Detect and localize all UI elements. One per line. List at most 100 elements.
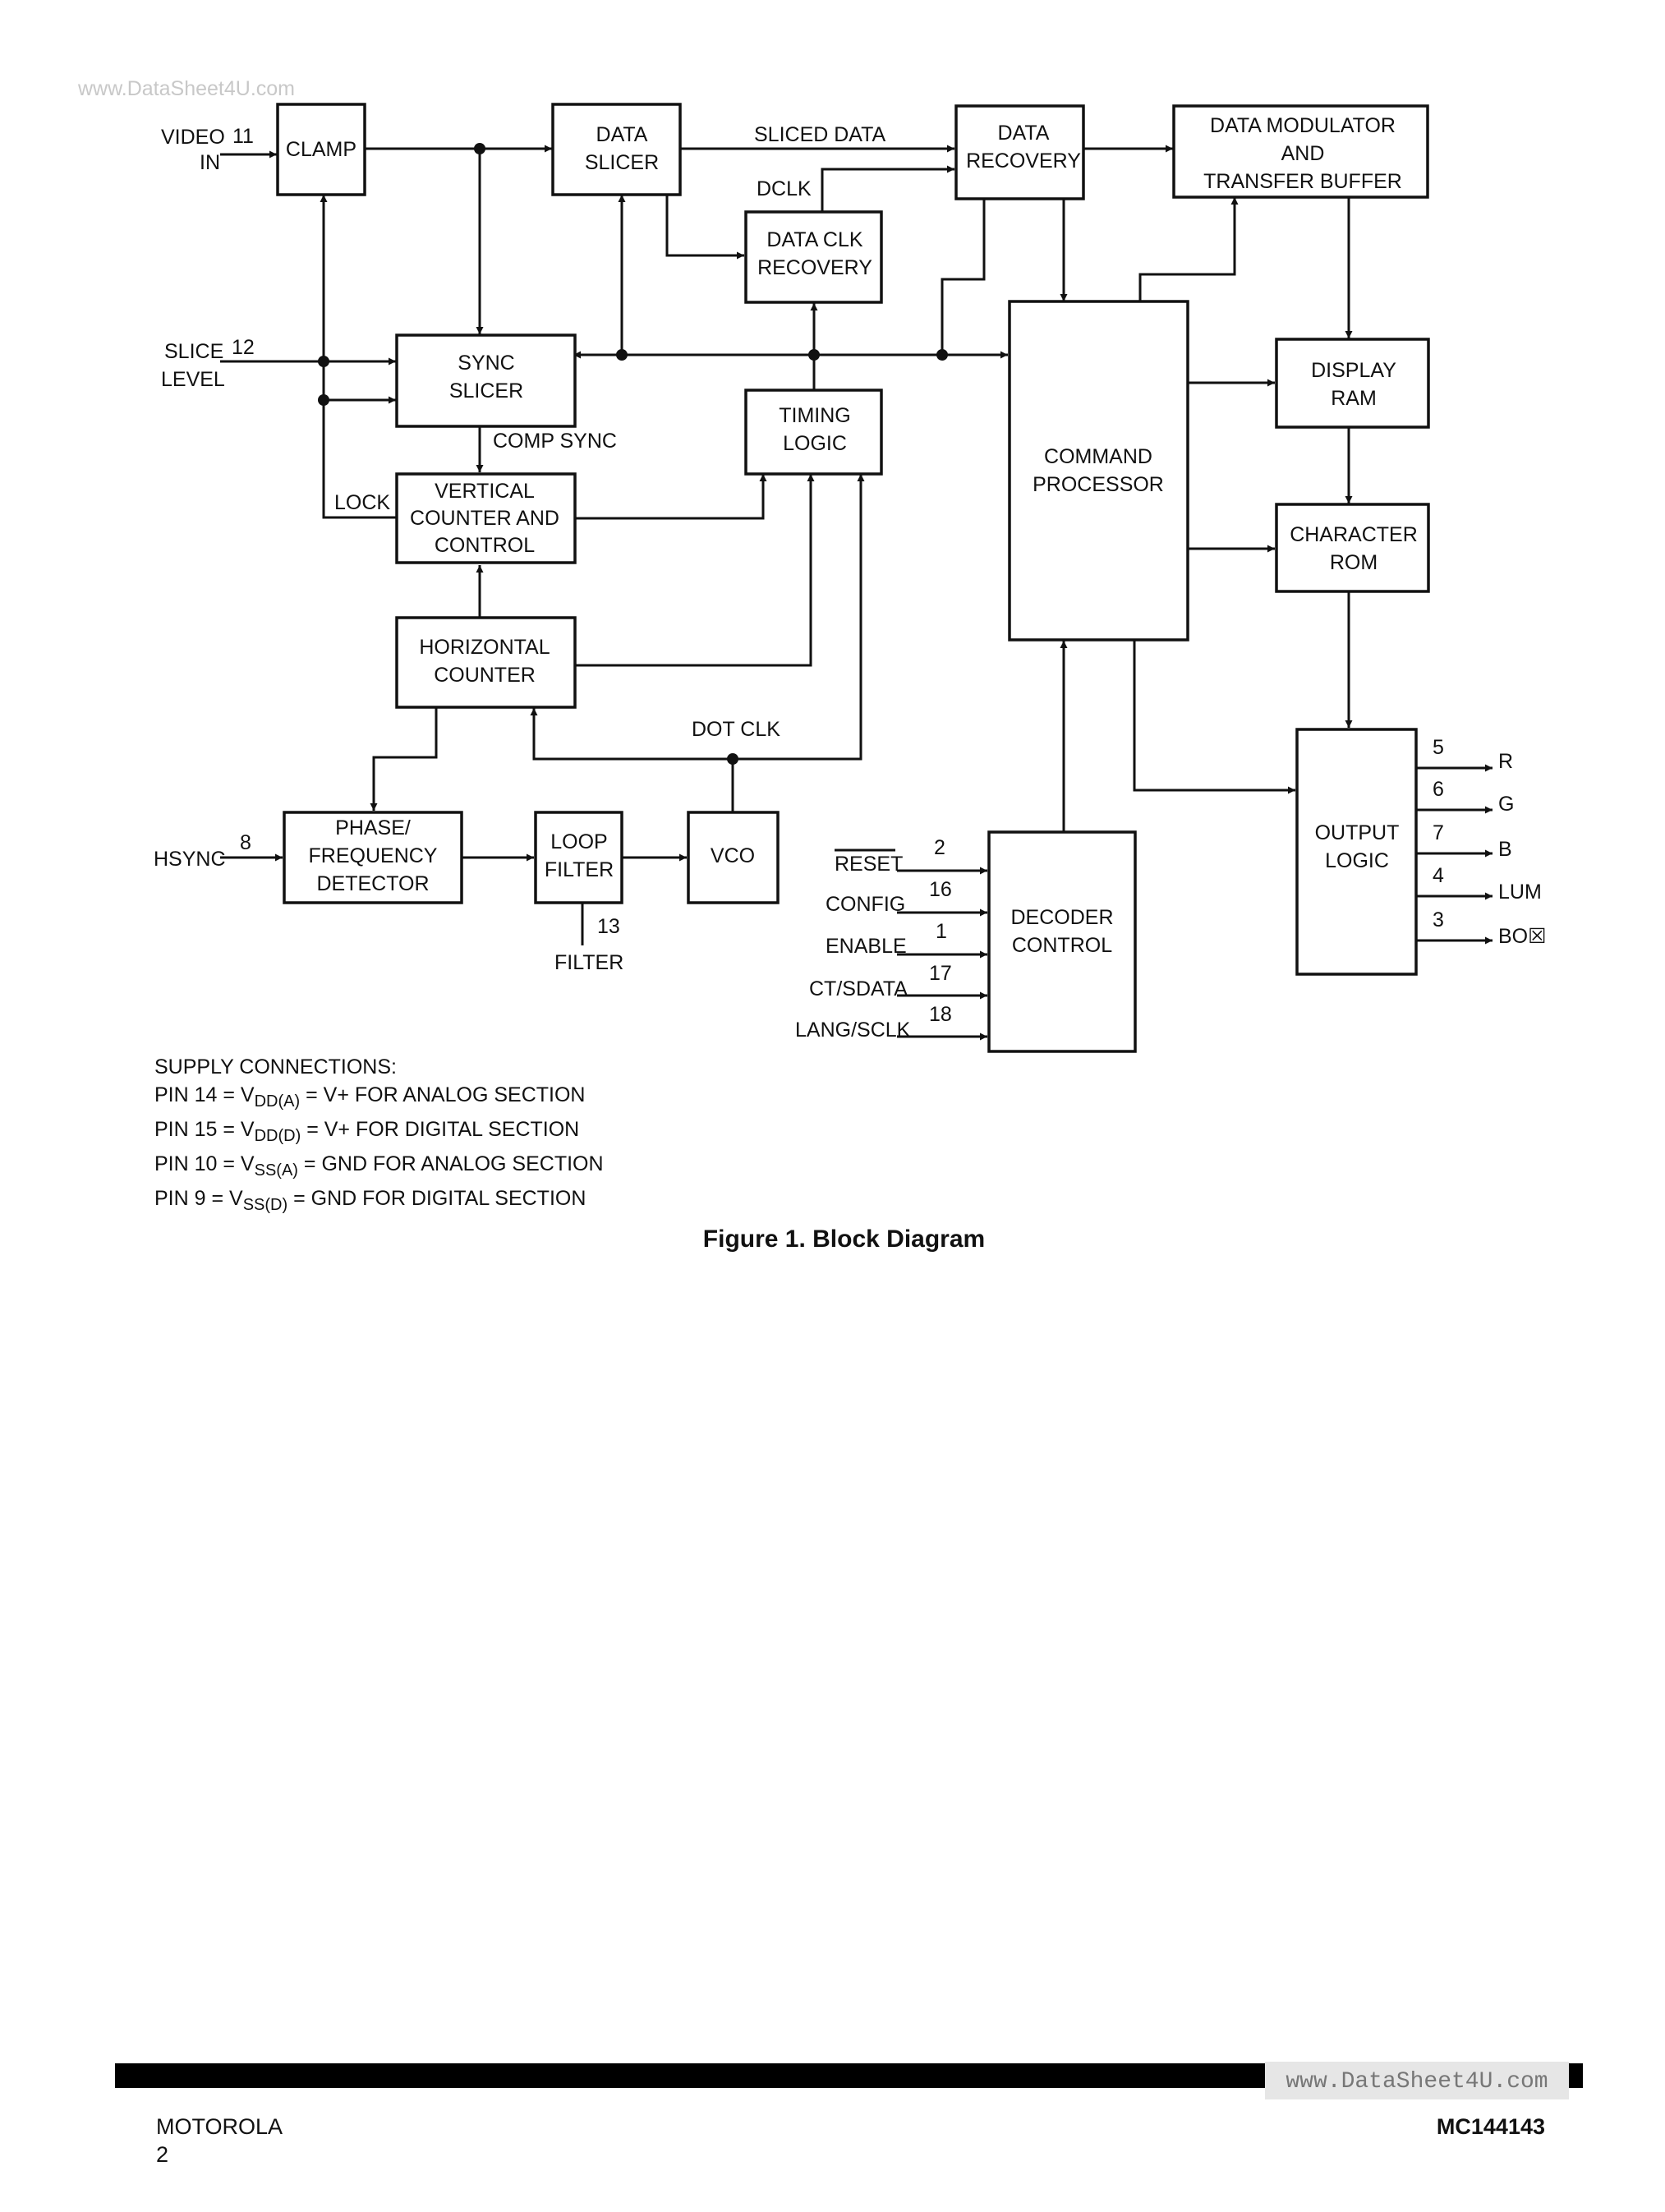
timing-logic-label: LOGIC: [783, 432, 847, 455]
data-modulator-block: DATA MODULATOR AND TRANSFER BUFFER: [1172, 104, 1429, 199]
horizontal-counter-label: HORIZONTAL: [419, 636, 550, 659]
decoder-control-label: CONTROL: [1012, 934, 1112, 957]
page-number: 2: [156, 2142, 169, 2167]
pin-number: 3: [1433, 908, 1444, 931]
wire-slicer-to-clk-recovery: [665, 195, 744, 260]
wire-dot-clk: [731, 474, 865, 813]
supply-line: PIN 10 = VSS(A) = GND FOR ANALOG SECTION: [154, 1152, 604, 1180]
junction-dot: [808, 349, 820, 361]
data-clk-recovery-block: DATA CLK RECOVERY: [744, 210, 883, 304]
output-logic-label: LOGIC: [1325, 849, 1389, 872]
supply-line: PIN 9 = VSS(D) = GND FOR DIGITAL SECTION: [154, 1187, 586, 1214]
lum-output-label: LUM: [1498, 881, 1542, 904]
pin-number: 16: [929, 878, 952, 901]
vertical-counter-label: CONTROL: [435, 534, 535, 557]
g-output-label: G: [1498, 793, 1514, 816]
vertical-counter-label: VERTICAL: [435, 480, 535, 503]
wire-dot-clk-to-hcounter: [530, 708, 733, 761]
pin-number: 13: [597, 915, 620, 938]
b-output-label: B: [1498, 838, 1512, 861]
pin-number: 1: [936, 920, 947, 943]
character-rom-block: CHARACTER ROM: [1275, 503, 1430, 593]
pin-number: 7: [1433, 821, 1444, 844]
video-in-label: IN: [200, 151, 220, 174]
supply-heading: SUPPLY CONNECTIONS:: [154, 1055, 397, 1078]
video-in-label: VIDEO: [161, 126, 225, 149]
data-slicer-block: DATA SLICER: [551, 103, 682, 196]
wire-dclk: [821, 165, 954, 212]
r-output-label: R: [1498, 750, 1513, 773]
hsync-label: HSYNC: [154, 848, 226, 871]
sync-slicer-label: SYNC: [458, 352, 514, 375]
footer-watermark: www.DataSheet4U.com: [1265, 2062, 1569, 2099]
wire-cmd-to-output: [1133, 640, 1295, 794]
wire-lock-to-clamp: [320, 195, 396, 519]
pin-number: 17: [929, 962, 952, 985]
command-processor-label: PROCESSOR: [1033, 473, 1164, 496]
pin-number: 11: [232, 125, 254, 148]
pin-number: 2: [934, 836, 945, 859]
display-ram-block: DISPLAY RAM: [1275, 338, 1430, 429]
wire-bus-to-data-recovery: [941, 191, 988, 355]
phase-detector-block: PHASE/ FREQUENCY DETECTOR: [283, 811, 463, 904]
horizontal-counter-label: COUNTER: [434, 664, 536, 687]
data-modulator-label: DATA MODULATOR: [1210, 114, 1396, 137]
junction-dot: [318, 394, 329, 406]
sliced-data-label: SLICED DATA: [754, 123, 886, 146]
junction-dot: [616, 349, 628, 361]
slice-level-label: SLICE: [164, 340, 223, 363]
block-diagram: CLAMP DATA SLICER DATA RECOVERY DATA MOD…: [154, 103, 1547, 1053]
data-clk-recovery-label: RECOVERY: [757, 256, 872, 279]
command-processor-block: COMMAND PROCESSOR: [1008, 300, 1189, 642]
lock-label: LOCK: [334, 491, 390, 514]
pin-number: 6: [1433, 778, 1444, 801]
box-output-label: BO☒: [1498, 925, 1547, 948]
wire-cmd-to-modulator: [1138, 197, 1239, 301]
character-rom-label: CHARACTER: [1290, 523, 1418, 546]
junction-dot: [318, 356, 329, 367]
phase-detector-label: DETECTOR: [316, 872, 429, 895]
phase-detector-label: FREQUENCY: [309, 844, 438, 867]
supply-connections: SUPPLY CONNECTIONS: PIN 14 = VDD(A) = V+…: [154, 1053, 604, 1219]
vco-block: VCO: [687, 811, 780, 904]
timing-logic-label: TIMING: [779, 404, 851, 427]
character-rom-label: ROM: [1330, 551, 1378, 574]
top-watermark: www.DataSheet4U.com: [78, 77, 296, 100]
vertical-counter-block: VERTICAL COUNTER AND CONTROL: [395, 472, 577, 564]
pin-number: 5: [1433, 736, 1444, 759]
footer-brand: MOTOROLA: [156, 2114, 283, 2139]
sync-slicer-block: SYNC SLICER: [395, 333, 577, 428]
pin-number: 4: [1433, 864, 1444, 887]
pin-number: 18: [929, 1003, 952, 1026]
supply-line: PIN 15 = VDD(D) = V+ FOR DIGITAL SECTION: [154, 1118, 580, 1145]
loop-filter-label: LOOP: [550, 830, 607, 853]
display-ram-label: DISPLAY: [1311, 359, 1396, 382]
clamp-label: CLAMP: [286, 138, 356, 161]
ct-sdata-label: CT/SDATA: [809, 977, 908, 1000]
vertical-counter-label: COUNTER AND: [410, 507, 559, 530]
lang-sclk-label: LANG/SCLK: [795, 1019, 911, 1042]
loop-filter-label: FILTER: [545, 858, 614, 881]
loop-filter-block: LOOP FILTER: [534, 811, 623, 904]
junction-dot: [474, 143, 485, 154]
data-modulator-label: TRANSFER BUFFER: [1203, 170, 1402, 193]
output-logic-block: OUTPUT LOGIC: [1295, 728, 1418, 976]
output-logic-label: OUTPUT: [1315, 821, 1400, 844]
junction-dots: [318, 143, 948, 765]
config-label: CONFIG: [826, 893, 905, 916]
junction-dot: [727, 753, 738, 765]
command-processor-label: COMMAND: [1044, 445, 1152, 468]
wire-hcounter-to-timing: [575, 474, 815, 667]
figure-caption: Figure 1. Block Diagram: [702, 1226, 986, 1253]
data-recovery-label: DATA: [998, 122, 1050, 145]
enable-label: ENABLE: [826, 935, 907, 958]
decoder-control-block: DECODER CONTROL: [987, 830, 1137, 1053]
footer-left: MOTOROLA 2: [156, 2113, 283, 2168]
comp-sync-label: COMP SYNC: [493, 430, 617, 453]
data-slicer-label: DATA: [596, 123, 648, 146]
data-recovery-block: DATA RECOVERY: [954, 104, 1085, 200]
signal-labels: VIDEO IN 11 SLICED DATA DCLK SLICE LEVEL…: [154, 123, 1547, 1042]
wire-vcounter-to-timing: [575, 474, 767, 520]
dot-clk-label: DOT CLK: [692, 718, 780, 741]
vco-label: VCO: [711, 844, 755, 867]
